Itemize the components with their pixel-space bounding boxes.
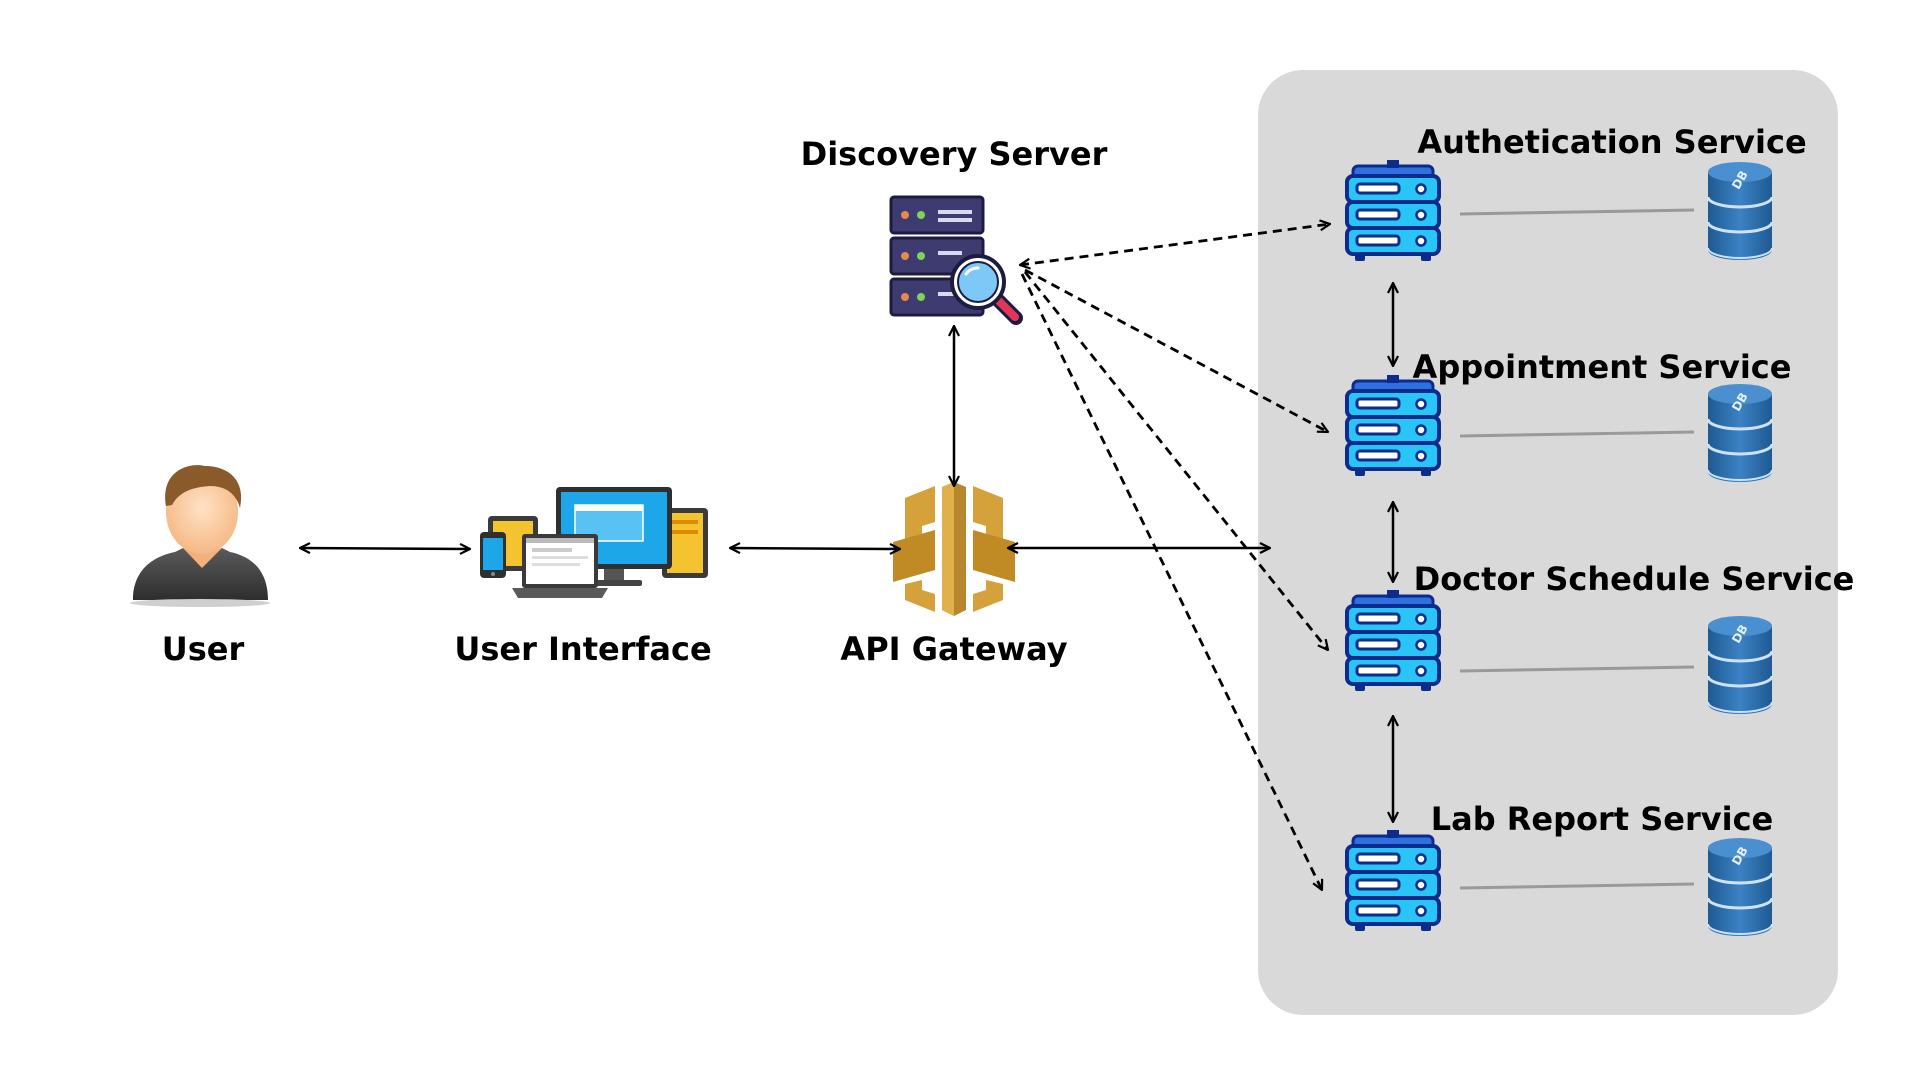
db-link-line — [1459, 430, 1695, 438]
service-lab-report: Lab Report Service DB — [1345, 800, 1774, 938]
service-label: Lab Report Service — [1431, 800, 1774, 838]
server-icon — [1345, 828, 1441, 933]
discovery-server-icon — [889, 195, 1023, 325]
user-interface-devices-icon — [480, 487, 708, 598]
api-gateway-icon — [893, 482, 1015, 616]
db-link-line — [1459, 208, 1695, 216]
server-icon — [1345, 373, 1441, 478]
dashed-arrow-auth — [1020, 224, 1330, 265]
service-label: Authetication Service — [1417, 123, 1806, 161]
services-cluster-panel — [1258, 70, 1838, 1015]
database-icon: DB — [1706, 382, 1774, 484]
service-label: Appointment Service — [1413, 348, 1792, 386]
flow-arrows — [300, 283, 1393, 822]
dashed-arrow-lab — [1020, 273, 1324, 890]
discovery-server-label: Discovery Server — [801, 135, 1108, 173]
server-icon — [1345, 588, 1441, 693]
service-authentication: Authetication Service DB — [1345, 123, 1807, 263]
service-label: Doctor Schedule Service — [1414, 560, 1855, 598]
dashed-arrow-doctor — [1023, 271, 1328, 650]
arrow-user-ui — [300, 548, 470, 549]
db-link-line — [1459, 665, 1695, 673]
database-icon: DB — [1706, 614, 1774, 716]
dashed-arrow-appointment — [1024, 268, 1328, 434]
user-interface-label: User Interface — [454, 630, 711, 668]
database-icon: DB — [1706, 160, 1774, 262]
database-icon: DB — [1706, 836, 1774, 938]
api-gateway-label: API Gateway — [840, 630, 1067, 668]
user-label: User — [162, 630, 245, 668]
service-appointment: Appointment Service DB — [1345, 348, 1792, 484]
discovery-registration-arrows — [1020, 224, 1330, 890]
arrow-ui-gateway — [730, 548, 900, 549]
db-link-line — [1459, 882, 1695, 890]
server-icon — [1345, 158, 1441, 263]
user-icon — [130, 465, 270, 607]
service-doctor-schedule: Doctor Schedule Service DB — [1345, 560, 1855, 716]
